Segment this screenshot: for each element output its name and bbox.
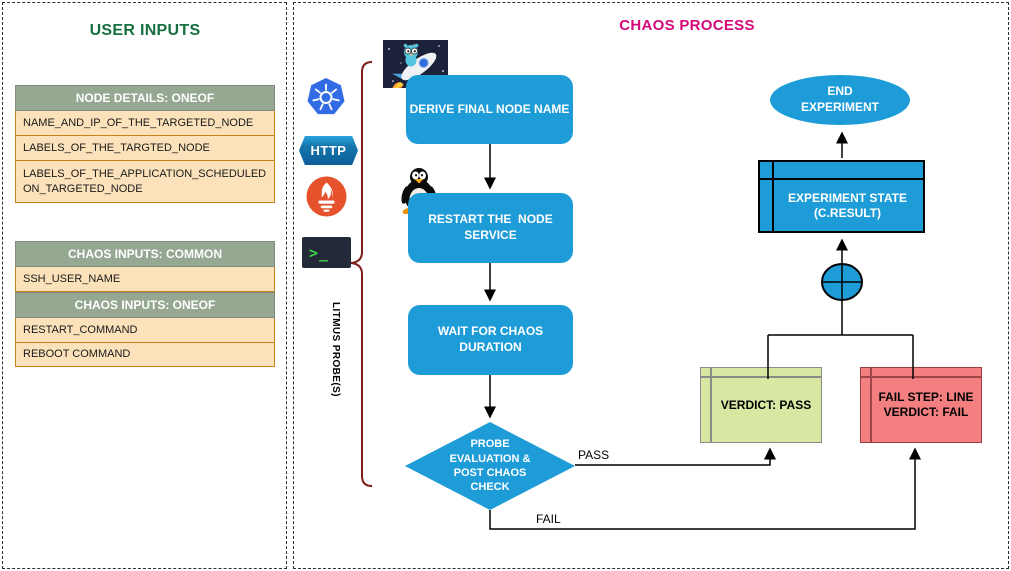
verdict-pass-box: VERDICT: PASS [700, 367, 822, 443]
http-badge: HTTP [299, 136, 358, 165]
table-header: CHAOS INPUTS: COMMON [15, 241, 275, 267]
table-row: REBOOT COMMAND [15, 343, 275, 367]
terminal-icon: >_ [302, 237, 351, 268]
table-row: LABELS_OF_THE_APPLICATION_SCHEDULED ON_T… [15, 161, 275, 203]
litmus-probes-label: LITMUS PROBE(S) [330, 302, 341, 397]
internal-storage-hline [760, 178, 923, 180]
table-header: CHAOS INPUTS: ONEOF [15, 292, 275, 318]
internal-storage-vline [772, 162, 774, 231]
chaos-process-title: CHAOS PROCESS [619, 17, 755, 34]
internal-storage-vline [710, 368, 712, 442]
internal-storage-vline [870, 368, 872, 442]
table-row: NAME_AND_IP_OF_THE_TARGETED_NODE [15, 111, 275, 136]
kubernetes-icon [307, 78, 345, 115]
chaos-inputs-oneof-table: CHAOS INPUTS: ONEOF RESTART_COMMAND REBO… [15, 292, 275, 367]
table-row: LABELS_OF_THE_TARGTED_NODE [15, 136, 275, 161]
verdict-fail-box: FAIL STEP: LINE VERDICT: FAIL [860, 367, 982, 443]
verdict-fail-line1: FAIL STEP: LINE [878, 390, 974, 404]
verdict-pass-label: VERDICT: PASS [720, 397, 812, 412]
table-row: SSH_USER_NAME [15, 267, 275, 292]
step-restart-node-service: RESTART THE NODE SERVICE [408, 193, 573, 263]
node-details-table: NODE DETAILS: ONEOF NAME_AND_IP_OF_THE_T… [15, 85, 275, 203]
terminal-prompt-glyph: >_ [309, 243, 330, 262]
verdict-fail-line2: VERDICT: FAIL [883, 405, 969, 419]
experiment-state-box: EXPERIMENT STATE (C.RESULT) [758, 160, 925, 233]
http-badge-label: HTTP [310, 143, 347, 158]
table-header: NODE DETAILS: ONEOF [15, 85, 275, 111]
step-derive-final-node-name: DERIVE FINAL NODE NAME [406, 75, 573, 144]
experiment-state-line1: EXPERIMENT STATE [788, 190, 907, 205]
experiment-state-line2: (C.RESULT) [813, 205, 882, 220]
terminator-end-experiment: END EXPERIMENT [770, 75, 910, 125]
table-row: RESTART_COMMAND [15, 318, 275, 343]
internal-storage-hline [861, 376, 981, 378]
internal-storage-hline [701, 376, 821, 378]
user-inputs-title: USER INPUTS [89, 22, 201, 39]
chaos-inputs-common-table: CHAOS INPUTS: COMMON SSH_USER_NAME [15, 241, 275, 292]
step-wait-for-chaos-duration: WAIT FOR CHAOS DURATION [408, 305, 573, 375]
prometheus-icon [306, 176, 347, 217]
